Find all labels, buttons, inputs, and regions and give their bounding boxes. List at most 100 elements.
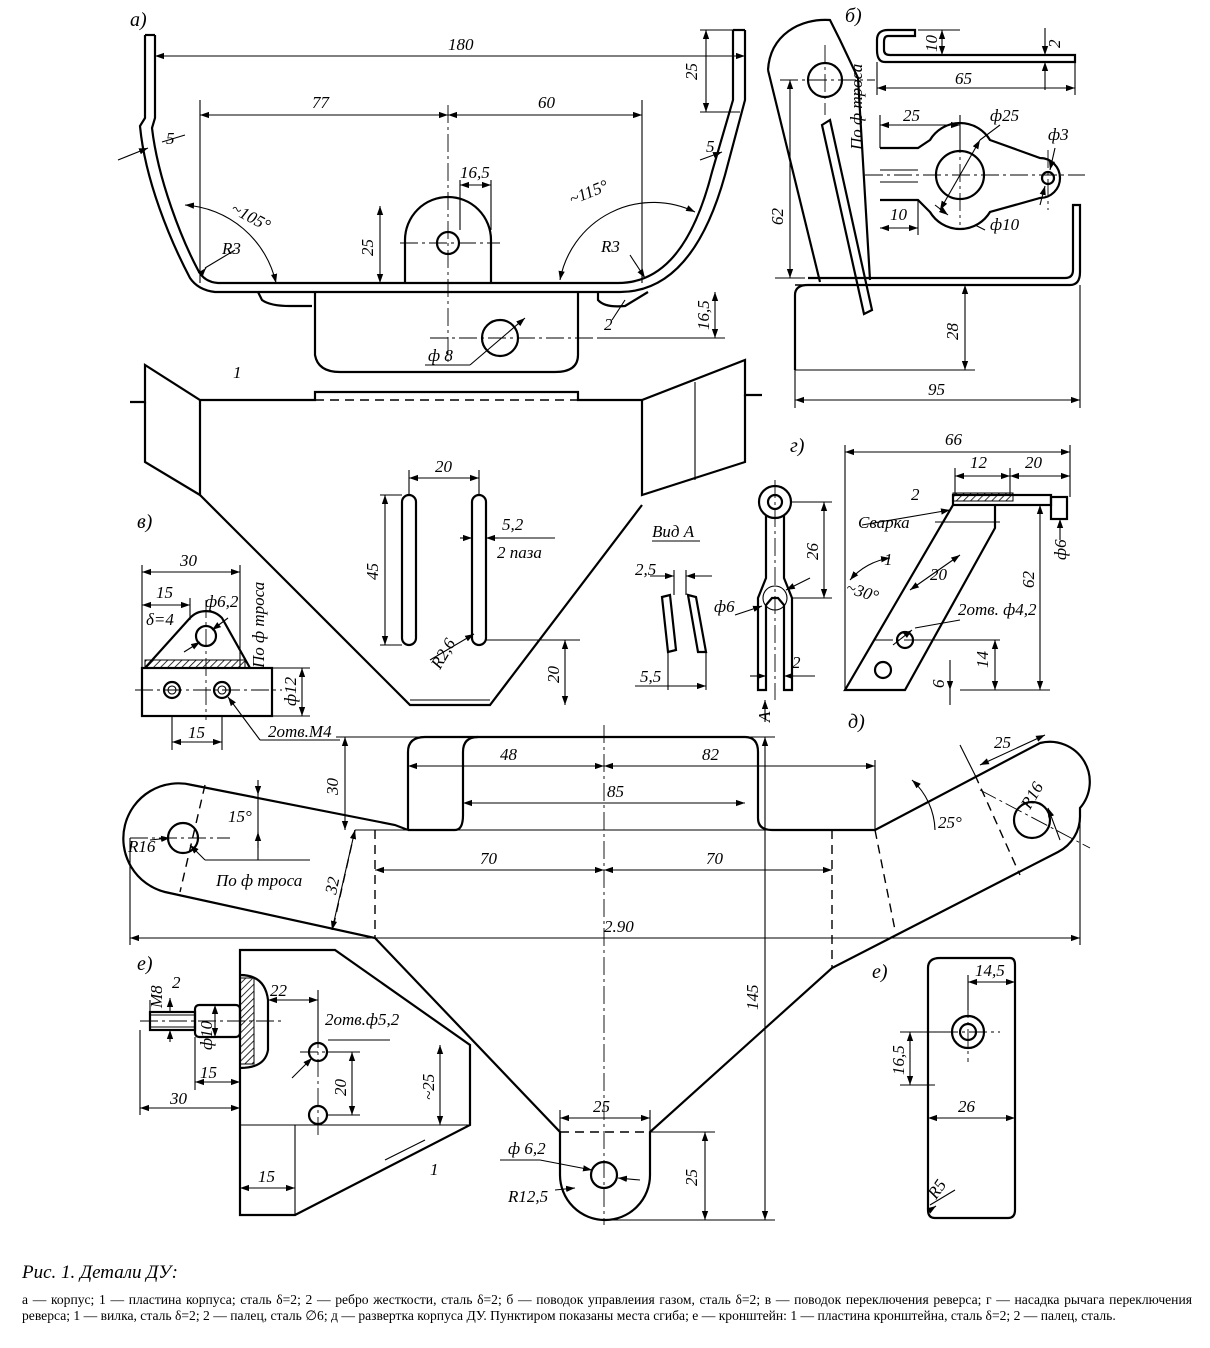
- dim-b-25: 25: [903, 106, 920, 125]
- dim-plate-20-bottom: 20: [544, 666, 563, 684]
- dim-d-r16-left: R16: [127, 837, 156, 856]
- text-g-view-a: Вид А: [652, 522, 695, 541]
- dim-d-angle-15: 15°: [228, 807, 252, 826]
- dim-a-5-left: 5: [166, 129, 175, 148]
- view-label-e-right: е): [872, 961, 888, 983]
- caption-title: Рис. 1. Детали ДУ:: [22, 1262, 178, 1283]
- view-label-d: д): [848, 711, 865, 733]
- dim-e-14-5: 14,5: [975, 961, 1005, 980]
- dim-v-delta4: δ=4: [146, 610, 174, 629]
- dim-d-phi6-2: ф 6,2: [508, 1139, 546, 1158]
- dim-d-32: 32: [321, 875, 343, 897]
- dim-d-angle-25: 25°: [938, 813, 962, 832]
- dim-plate-20: 20: [435, 457, 453, 476]
- text-v-cable: По ф троса: [249, 582, 268, 669]
- dim-v-15-bottom: 15: [188, 723, 205, 742]
- view-e-bracket: е) 2 М8: [137, 948, 1017, 1220]
- dim-plate-45: 45: [363, 563, 382, 580]
- dim-g-62: 62: [1019, 571, 1038, 589]
- dim-e-16-5: 16,5: [889, 1045, 908, 1075]
- dim-g-2-5: 2,5: [635, 560, 656, 579]
- dim-a-angle-115: ~115°: [566, 176, 611, 209]
- engineering-drawing: а): [117, 5, 1091, 1225]
- label-g-fork-1: 1: [884, 550, 893, 569]
- text-g-holes: 2отв. ф4,2: [958, 600, 1037, 619]
- view-d-development: д): [122, 711, 1091, 1225]
- dim-d-70-right: 70: [706, 849, 724, 868]
- view-label-g: г): [790, 435, 805, 457]
- dim-b-2: 2: [1045, 39, 1064, 48]
- dim-b-95: 95: [928, 380, 945, 399]
- dim-a-phi8: ф 8: [428, 346, 453, 365]
- dim-a-180: 180: [448, 35, 474, 54]
- dim-g-5-5: 5,5: [640, 667, 661, 686]
- dim-b-phi3: ф3: [1048, 125, 1069, 144]
- dim-e-20: 20: [331, 1079, 350, 1097]
- view-label-e-left: е): [137, 953, 153, 975]
- dim-a-60: 60: [538, 93, 556, 112]
- view-g-fork: г) Вид А 2,5 ф6 5,5 26 2 А: [635, 430, 1071, 723]
- dim-e-15: 15: [200, 1063, 217, 1082]
- dim-g-12: 12: [970, 453, 988, 472]
- dim-b-10: 10: [922, 35, 941, 53]
- dim-a-5-right: 5: [706, 137, 715, 156]
- dim-v-30: 30: [179, 551, 198, 570]
- dim-a-r3-left: R3: [221, 239, 241, 258]
- caption-body: а — корпус; 1 — пластина корпуса; сталь …: [22, 1292, 1192, 1323]
- text-plate-slots: 2 паза: [497, 543, 542, 562]
- dim-d-25-bottom: 25: [593, 1097, 610, 1116]
- dim-g-20-slot: 20: [930, 565, 948, 584]
- dim-a-25: 25: [682, 63, 701, 80]
- label-e-plate-1: 1: [430, 1160, 439, 1179]
- dim-e-25: ~25: [419, 1074, 438, 1100]
- dim-d-30: 30: [323, 778, 342, 797]
- label-g-arrow-a: А: [755, 711, 774, 723]
- label-a-rib: 2: [604, 315, 613, 334]
- label-plate-1: 1: [233, 363, 242, 382]
- dim-plate-5-2: 5,2: [502, 515, 524, 534]
- dim-v-phi12: ф12: [281, 676, 300, 706]
- view-b-gas-lever: б): [766, 5, 1085, 408]
- dim-b-65: 65: [955, 69, 972, 88]
- label-g-pin-2: 2: [911, 485, 920, 504]
- dim-e-22: 22: [270, 981, 288, 1000]
- view-label-b: б): [845, 5, 862, 27]
- dim-a-16-5: 16,5: [460, 163, 490, 182]
- dim-e-m8: М8: [147, 985, 166, 1009]
- dim-g-2: 2: [792, 653, 801, 672]
- figure-caption: Рис. 1. Детали ДУ: а — корпус; 1 — пласт…: [22, 1262, 1192, 1324]
- dim-v-phi6-2: ф6,2: [205, 592, 239, 611]
- text-b-cable: По ф троса: [847, 64, 866, 151]
- label-e-pin-2: 2: [172, 973, 181, 992]
- dim-d-290: 2.90: [604, 917, 634, 936]
- dim-b-10-bottom: 10: [890, 205, 908, 224]
- dim-b-28: 28: [943, 323, 962, 341]
- dim-e-26: 26: [958, 1097, 976, 1116]
- dim-a-angle-105: ~105°: [228, 199, 274, 235]
- dim-v-15: 15: [156, 583, 173, 602]
- dim-e-phi10: ф10: [197, 1020, 216, 1050]
- dim-d-r12-5: R12,5: [507, 1187, 548, 1206]
- dim-d-70-left: 70: [480, 849, 498, 868]
- dim-g-phi6: ф6: [1051, 539, 1070, 560]
- view-label-v: в): [137, 511, 153, 533]
- dim-d-145: 145: [743, 985, 762, 1011]
- dim-g-angle-30: ~30°: [844, 578, 881, 606]
- dim-a-r3-right: R3: [600, 237, 620, 256]
- dim-d-25: 25: [994, 733, 1011, 752]
- view-a-corpus: а): [117, 9, 747, 374]
- dim-d-85: 85: [607, 782, 624, 801]
- dim-a-16-5-right: 16,5: [694, 300, 713, 330]
- dim-b-phi25: ф25: [990, 106, 1019, 125]
- dim-g-20: 20: [1025, 453, 1043, 472]
- dim-g-26: 26: [803, 543, 822, 561]
- dim-e-30: 30: [169, 1089, 188, 1108]
- dim-a-77: 77: [312, 93, 331, 112]
- view-label-a: а): [130, 9, 147, 31]
- dim-d-25-tab: 25: [682, 1169, 701, 1186]
- dim-b-62: 62: [768, 208, 787, 226]
- text-v-holes: 2отв.М4: [268, 722, 332, 741]
- dim-d-r16-right: R16: [1017, 778, 1048, 813]
- dim-g-phi6: ф6: [714, 597, 735, 616]
- text-g-weld: Сварка: [858, 513, 910, 532]
